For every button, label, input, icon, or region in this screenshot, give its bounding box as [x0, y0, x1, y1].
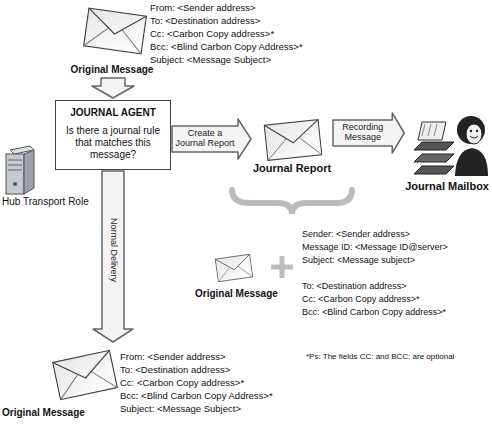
envelope-icon	[84, 8, 147, 54]
header-field: Message ID: <Message ID@server>	[302, 242, 448, 253]
curly-bracket	[232, 190, 352, 214]
server-light	[13, 182, 17, 186]
person-eye	[476, 130, 478, 132]
header-field: Cc: <Carbon Copy address>*	[120, 377, 244, 388]
person-face	[466, 124, 482, 144]
person-mouth	[470, 136, 478, 138]
block-arrow	[172, 119, 251, 159]
header-field: Bcc: <Blind Carbon Copy Address>*	[150, 41, 303, 52]
node-title: JOURNAL AGENT	[60, 107, 166, 119]
node-title: Original Message	[2, 407, 120, 419]
header-field: Subject: <Message subject>	[302, 255, 415, 266]
node-body: Is there a journal rule that matches thi…	[60, 125, 166, 161]
node-title: Journal Mailbox	[405, 180, 489, 193]
tray	[414, 154, 454, 162]
arrow-label: Create a Journal Report	[175, 129, 235, 149]
header-field: Subject: <Message Subject>	[120, 403, 241, 414]
block-arrow	[93, 171, 133, 342]
person-hair	[457, 116, 485, 144]
node-title: Original Message	[62, 64, 162, 76]
block-arrow	[333, 113, 404, 153]
node-title: Journal Report	[252, 162, 332, 175]
header-field: From: <Sender address>	[120, 351, 226, 362]
footnote: *Ps: The fields CC: and BCC: are optiona…	[306, 352, 454, 362]
header-field: Cc: <Carbon Copy address>*	[302, 294, 420, 305]
plus-sign	[271, 256, 293, 278]
arrow-label: Normal Delivery	[108, 218, 118, 282]
envelope-icon	[53, 350, 118, 399]
icon-node: Original Message	[2, 343, 120, 419]
server-front	[6, 154, 24, 194]
icon-node: Original Message	[62, 4, 162, 76]
journal-mailbox-icon	[414, 116, 488, 176]
server-icon	[6, 146, 34, 194]
envelope-icon	[264, 120, 322, 161]
icon-node: Original Message	[195, 250, 278, 300]
node-title: Original Message	[195, 288, 278, 300]
header-field: Subject: <Message Subject>	[150, 54, 271, 65]
header-field: Bcc: <Blind Carbon Copy address>*	[302, 307, 446, 318]
arrow-label: Recording Message	[336, 123, 389, 143]
header-field: To: <Destination address>	[120, 364, 230, 375]
header-field: Cc: <Carbon Copy address>*	[150, 28, 274, 39]
server-side	[24, 150, 34, 194]
icon-node: Journal Report	[252, 118, 332, 175]
person-body	[455, 148, 488, 176]
header-field: Bcc: <Blind Carbon Copy Address>*	[120, 390, 273, 401]
icon-node: Hub Transport Role	[2, 148, 89, 208]
server-slots	[8, 160, 22, 170]
person-eye	[470, 130, 472, 132]
tray	[414, 166, 454, 174]
header-field: To: <Destination address>	[302, 281, 407, 292]
icon-node: Journal Mailbox	[405, 104, 489, 193]
block-arrow	[92, 78, 134, 98]
papers	[418, 122, 446, 140]
tray	[414, 142, 454, 150]
process-box: JOURNAL AGENT Is there a journal rule tha…	[55, 100, 171, 170]
header-field: Sender: <Sender address>	[302, 229, 410, 240]
header-field: From: <Sender address>	[150, 2, 256, 13]
node-title: Hub Transport Role	[2, 196, 89, 208]
paper-lines	[422, 124, 437, 136]
header-field: To: <Destination address>	[150, 15, 260, 26]
envelope-icon	[215, 254, 253, 281]
